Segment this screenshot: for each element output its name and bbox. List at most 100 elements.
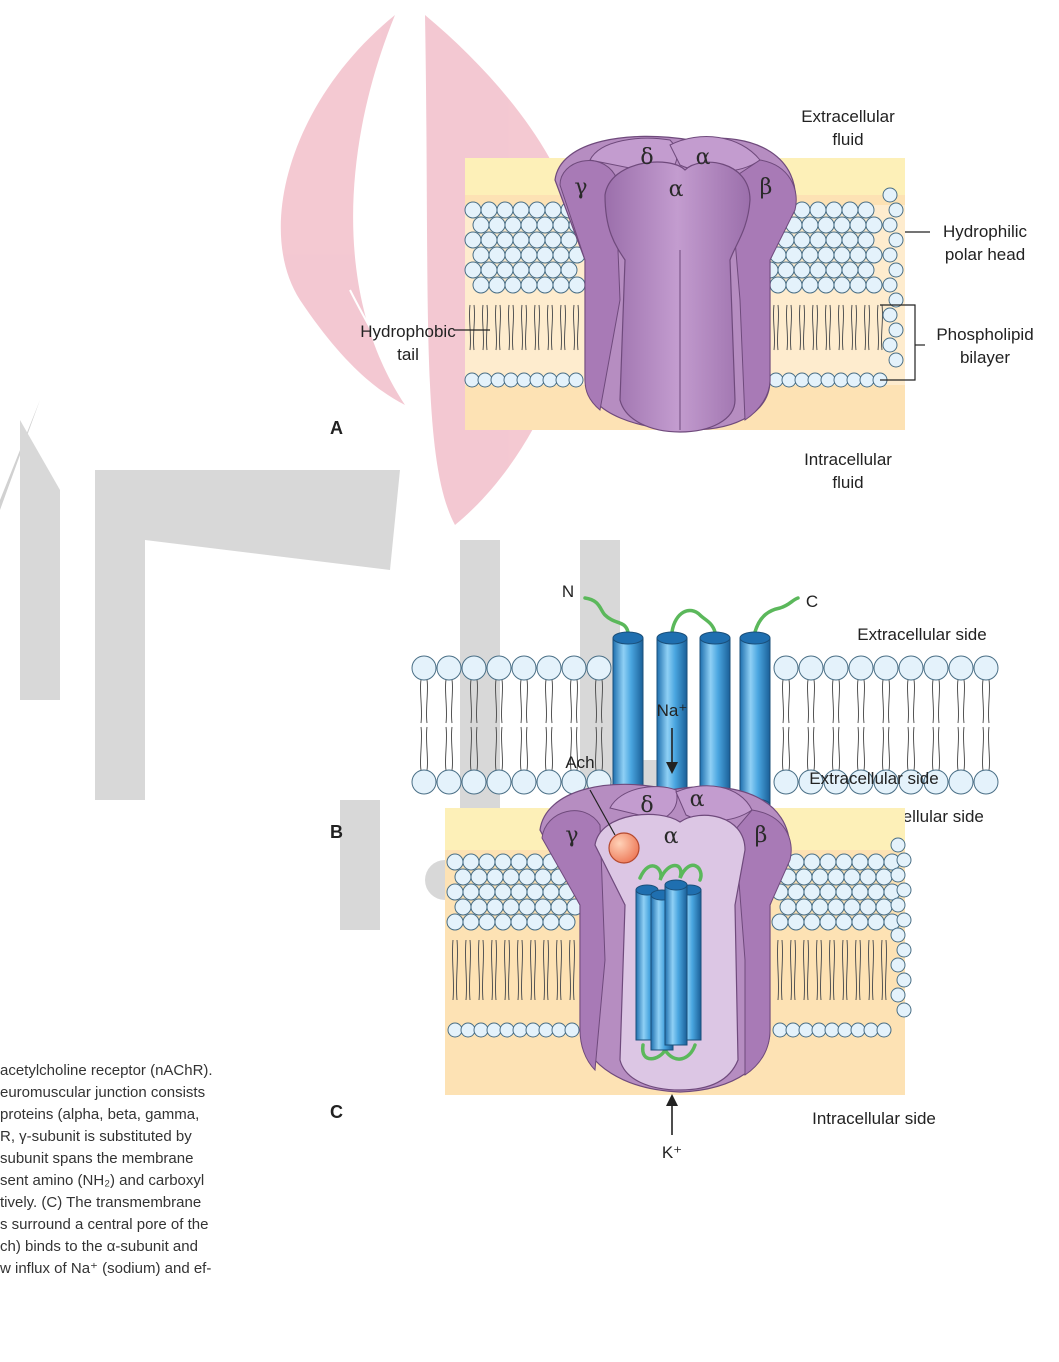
lipid-head [553, 277, 569, 293]
lipid-head [812, 899, 828, 915]
lipid-head [826, 202, 842, 218]
caption-line: R, γ-subunit is substituted by [0, 1126, 330, 1148]
lipid-head [489, 277, 505, 293]
lipid-head [481, 202, 497, 218]
label-intracellular-fluid-2: fluid [832, 473, 863, 492]
lipid-head [772, 914, 788, 930]
lipid-head [513, 232, 529, 248]
caption-line: sent amino (NH₂) and carboxyl [0, 1170, 330, 1192]
lipid-head [799, 1023, 813, 1037]
caption-line: subunit spans the membrane [0, 1148, 330, 1170]
lipid-head [553, 217, 569, 233]
helix-top-cap [700, 632, 730, 644]
lipid-head [495, 854, 511, 870]
lipid-head [858, 202, 874, 218]
lipid-head [489, 247, 505, 263]
lipid-head [412, 770, 436, 794]
lipid-head [513, 1023, 527, 1037]
lipid-head [850, 217, 866, 233]
helix-top-cap [665, 880, 687, 890]
lipid-head [876, 869, 892, 885]
lipid-head [891, 988, 905, 1002]
lipid-head [891, 928, 905, 942]
lipid-head [512, 770, 536, 794]
lipid-head [868, 884, 884, 900]
lipid-head [821, 373, 835, 387]
lipid-head [521, 247, 537, 263]
lipid-head [552, 1023, 566, 1037]
lipid-head [505, 247, 521, 263]
subunit-gamma-a: γ [574, 175, 587, 200]
lipid-head [889, 353, 903, 367]
lipid-head [474, 1023, 488, 1037]
lipid-head [543, 373, 557, 387]
lipid-head [462, 770, 486, 794]
transmembrane-helix [657, 638, 687, 805]
lipid-head [897, 973, 911, 987]
lipid-head [553, 247, 569, 263]
lipid-head [836, 914, 852, 930]
lipid-head [517, 373, 531, 387]
lipid-head [487, 1023, 501, 1037]
lipid-head [810, 262, 826, 278]
lipid-head [780, 899, 796, 915]
lipid-head [465, 373, 479, 387]
lipid-head [897, 1003, 911, 1017]
transmembrane-helix [665, 885, 687, 1045]
lipid-head [537, 277, 553, 293]
lipid-head [491, 373, 505, 387]
lipid-head [860, 899, 876, 915]
label-ach: Ach [565, 753, 594, 772]
lipid-head [883, 248, 897, 262]
label-extracellular-side-b: Extracellular side [857, 625, 986, 644]
lipid-head [820, 884, 836, 900]
lipid-head [860, 869, 876, 885]
label-extracellular-side-c: Extracellular side [809, 769, 938, 788]
label-extracellular-fluid: Extracellular [801, 107, 895, 126]
lipid-head [852, 854, 868, 870]
lipid-head [495, 914, 511, 930]
helix-top-cap [657, 632, 687, 644]
lipid-head [889, 323, 903, 337]
lipid-head [883, 218, 897, 232]
label-hydrophilic-head-2: polar head [945, 245, 1025, 264]
lipid-head [834, 373, 848, 387]
lipid-head [852, 914, 868, 930]
lipid-head [826, 232, 842, 248]
lipid-head [497, 202, 513, 218]
lipid-head [838, 1023, 852, 1037]
lipid-head [539, 1023, 553, 1037]
lipid-head [828, 899, 844, 915]
lipid-head [974, 656, 998, 680]
lipid-head [495, 884, 511, 900]
lipid-head [778, 262, 794, 278]
lipid-head [796, 869, 812, 885]
subunit-alpha-back-c: α [690, 787, 705, 812]
subunit-alpha-front-a: α [669, 177, 684, 202]
lipid-head [774, 656, 798, 680]
lipid-head [481, 262, 497, 278]
lipid-head [808, 373, 822, 387]
lipid-head [487, 770, 511, 794]
helix-top-cap [613, 632, 643, 644]
lipid-head [794, 232, 810, 248]
lipid-head [527, 884, 543, 900]
lipid-head [883, 278, 897, 292]
lipid-head [521, 217, 537, 233]
lipid-head [412, 656, 436, 680]
lipid-head [537, 247, 553, 263]
lipid-head [545, 262, 561, 278]
lipid-head [802, 247, 818, 263]
lipid-head [866, 277, 882, 293]
lipid-head [487, 869, 503, 885]
subunit-beta-a: β [760, 175, 773, 200]
lipid-head [513, 262, 529, 278]
lipid-head [877, 1023, 891, 1037]
lipid-head [529, 262, 545, 278]
lipid-head [527, 854, 543, 870]
lipid-head [559, 914, 575, 930]
lipid-head [530, 373, 544, 387]
lipid-head [537, 217, 553, 233]
lipid-head [448, 1023, 462, 1037]
lipid-head [788, 884, 804, 900]
